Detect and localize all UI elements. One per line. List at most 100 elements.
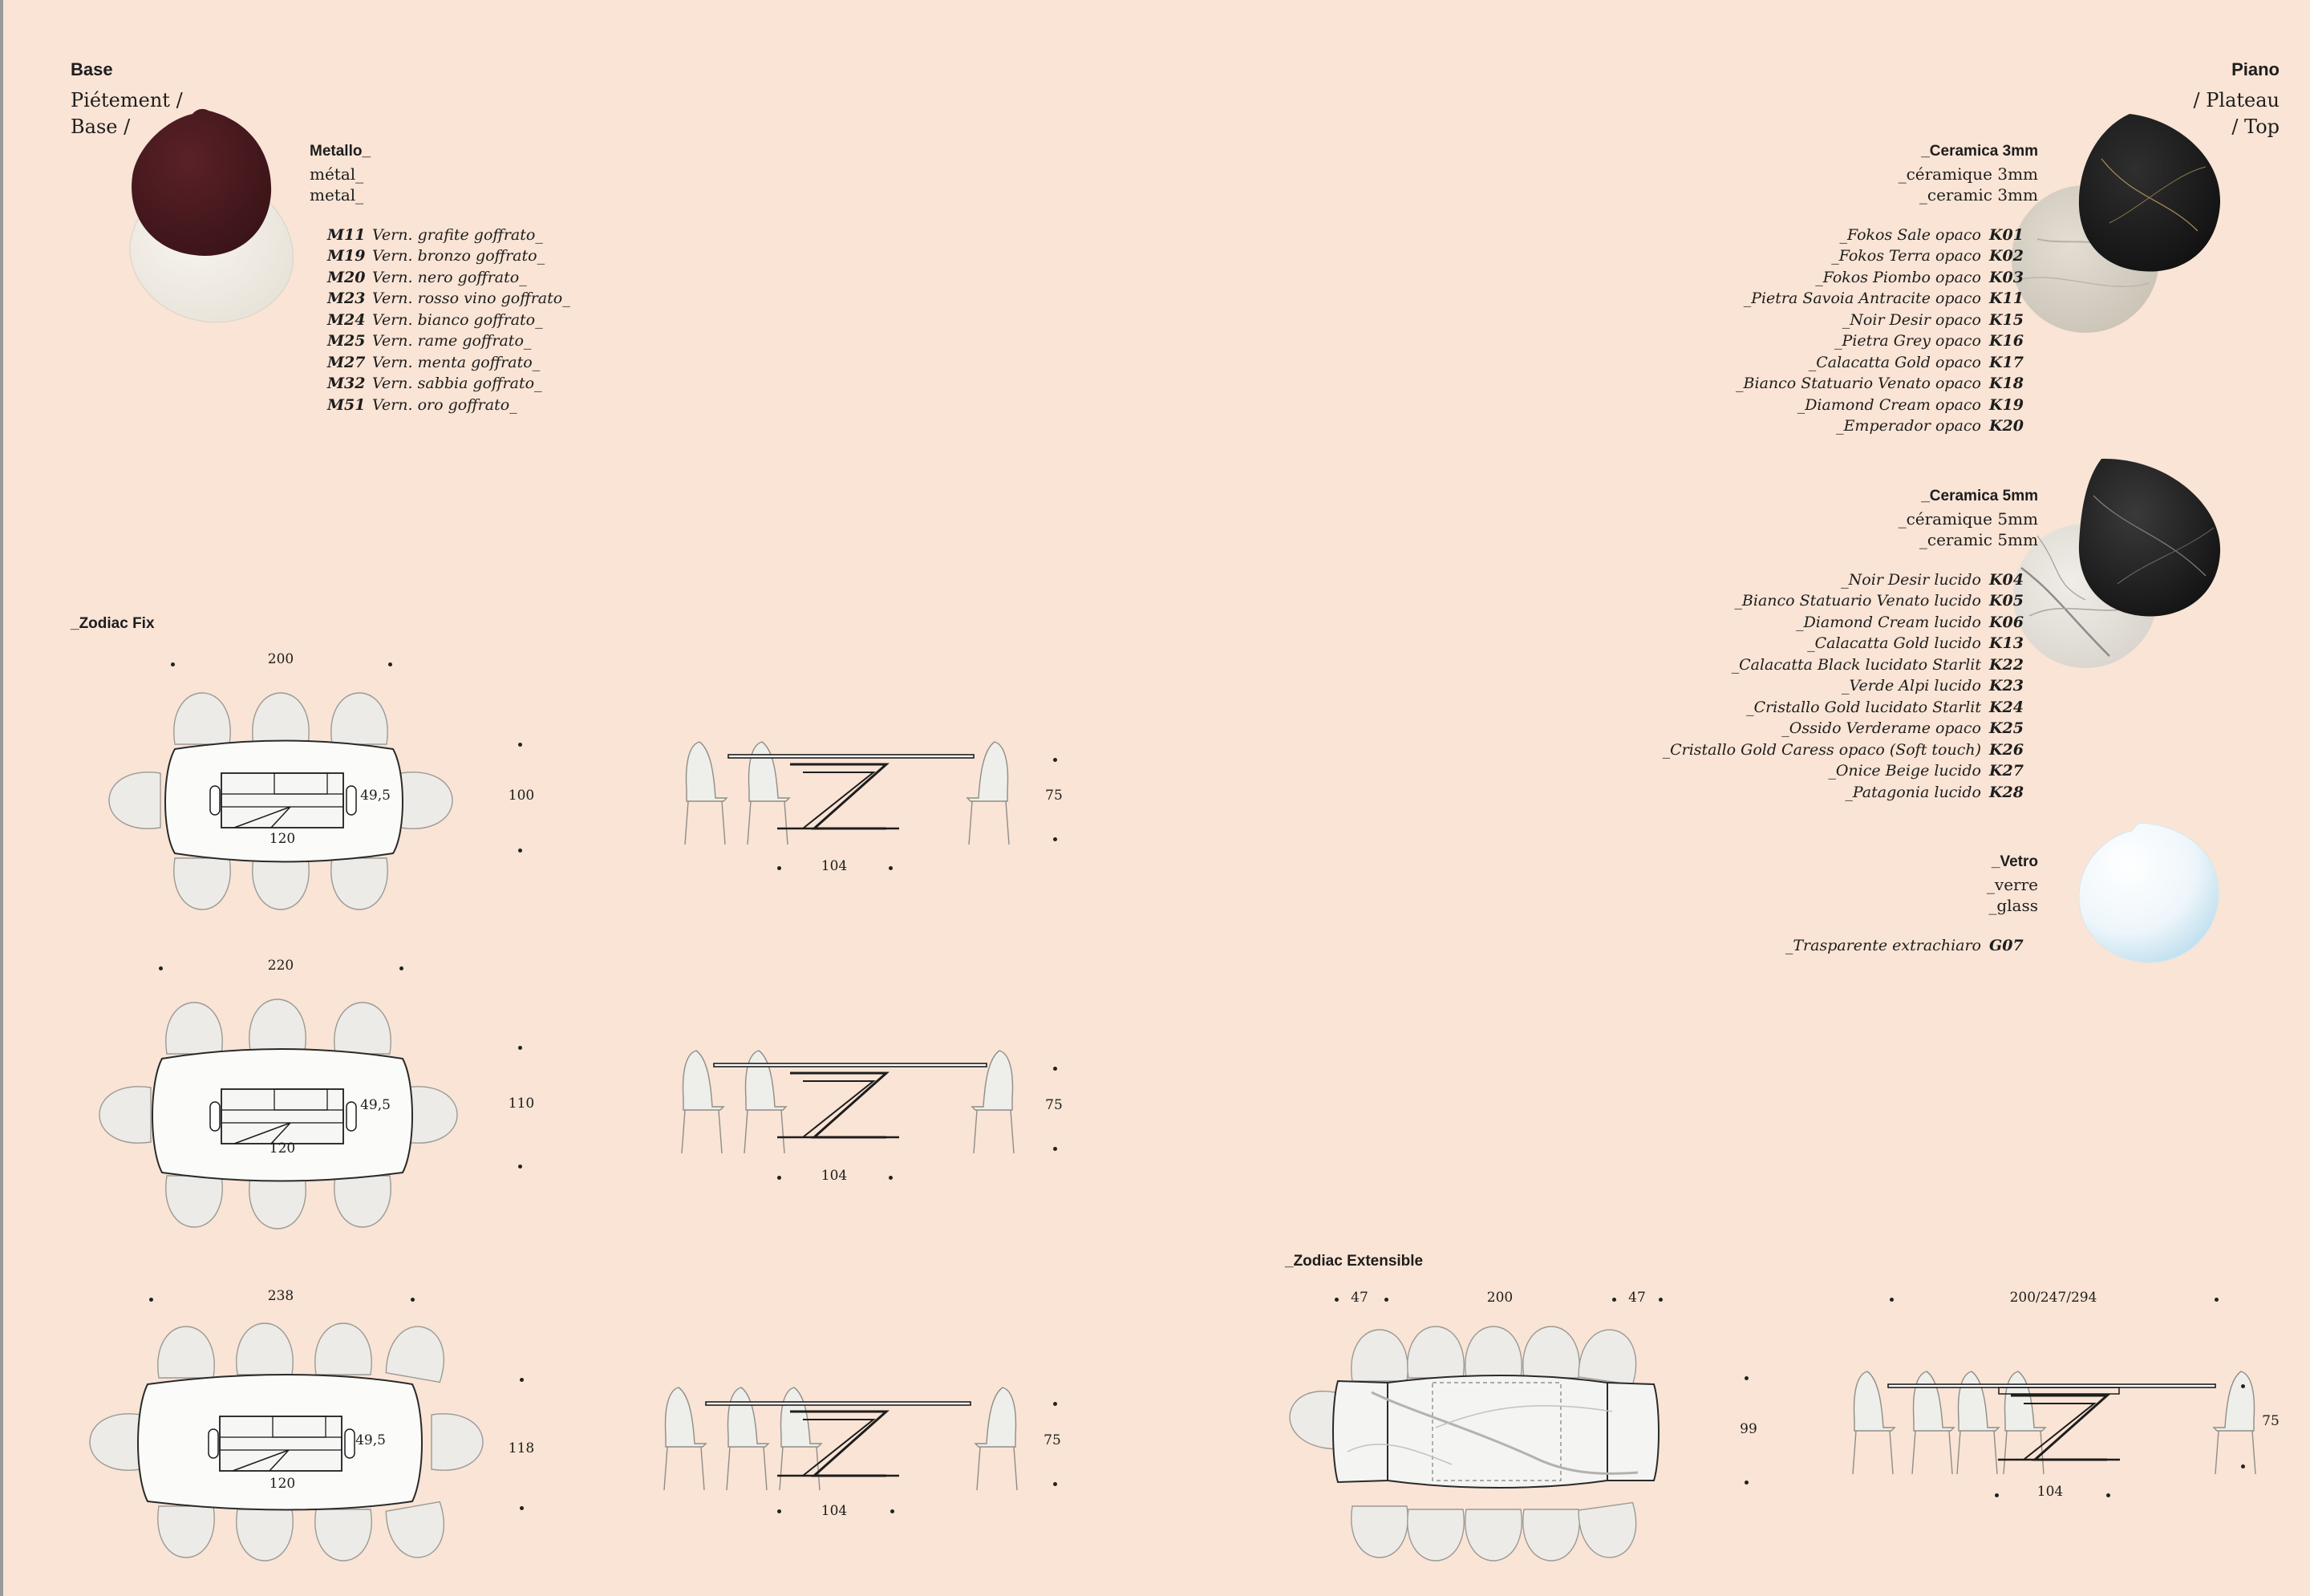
plan-view-238 — [89, 1321, 484, 1563]
dimension-dot — [2241, 1464, 2245, 1468]
dimension-dot — [518, 849, 522, 853]
dimension-dot — [388, 662, 392, 666]
inner-label: 120 — [269, 1476, 296, 1492]
dimension-dot — [1745, 1481, 1749, 1485]
extension-left-label: 47 — [1351, 1290, 1368, 1306]
ceramic5-title-fr: _céramique 5mm — [1898, 509, 2038, 529]
dimension-dot — [171, 662, 175, 666]
side-view-238 — [663, 1387, 1018, 1491]
ceramic5-title-it: _Ceramica 5mm — [1921, 488, 2038, 504]
glass-swatch — [2078, 822, 2219, 963]
base-material-it: Metallo_ — [310, 143, 371, 160]
base-label: 104 — [2036, 1484, 2064, 1500]
side-view-200 — [684, 741, 1010, 845]
dimension-dot — [1612, 1298, 1616, 1302]
dimension-dot — [520, 1506, 524, 1510]
depth-label: 118 — [508, 1440, 535, 1456]
plan-view-extensible — [1284, 1325, 1660, 1562]
ceramic5-title-en: _ceramic 5mm — [1919, 530, 2038, 549]
plan-view-200 — [108, 692, 453, 910]
ceramic5-swatch-group — [2013, 458, 2221, 668]
glass-title-fr: _verre — [1986, 875, 2038, 894]
top-title: Piano — [2231, 59, 2280, 79]
ceramic3-title-it: _Ceramica 3mm — [1921, 143, 2038, 160]
inner-label: 120 — [269, 1140, 296, 1156]
base-title-en: Base / — [71, 115, 131, 138]
swatch-dark-5mm — [2078, 458, 2221, 617]
base-label: 104 — [821, 1503, 848, 1519]
ceramic3-title-fr: _céramique 3mm — [1898, 164, 2038, 184]
dimension-dot — [2106, 1493, 2110, 1497]
dimension-dot — [1335, 1298, 1339, 1302]
dimension-dot — [777, 1176, 781, 1180]
side-label: 49,5 — [360, 788, 391, 804]
length-label: 220 — [267, 958, 294, 974]
glass-title-it: _Vetro — [1991, 853, 2038, 870]
swatch-wine — [132, 108, 272, 257]
depth-label: 110 — [508, 1096, 535, 1112]
ceramic3-swatch-group — [2012, 114, 2221, 333]
height-label: 75 — [2262, 1413, 2280, 1429]
dimension-dot — [1384, 1298, 1388, 1302]
dimension-dot — [1745, 1376, 1749, 1380]
base-title-fr: Piétement / — [71, 89, 183, 111]
extension-right-label: 47 — [1628, 1290, 1646, 1306]
dimension-dot — [2241, 1384, 2245, 1388]
dimension-dot — [159, 966, 163, 970]
dimension-dot — [1053, 1482, 1057, 1486]
zodiac-extensible-title: _Zodiac Extensible — [1285, 1253, 1424, 1270]
length-label: 200 — [1486, 1290, 1514, 1306]
dimension-dot — [1053, 1147, 1057, 1151]
base-label: 104 — [821, 1168, 848, 1184]
dimension-dot — [1890, 1298, 1894, 1302]
page-edge — [0, 0, 3, 1596]
height-label: 75 — [1045, 788, 1063, 804]
base-material-fr: métal_ — [310, 164, 364, 184]
ceramic3-title-en: _ceramic 3mm — [1919, 185, 2038, 205]
length-label: 238 — [267, 1288, 294, 1304]
lengths-label: 200/247/294 — [2009, 1290, 2097, 1306]
dimension-dot — [777, 1509, 781, 1513]
dimension-dot — [889, 1176, 893, 1180]
dimension-dot — [518, 1165, 522, 1169]
swatch-dark — [2078, 114, 2221, 272]
base-material-en: metal_ — [310, 185, 364, 205]
top-title-fr: / Plateau — [2193, 89, 2280, 111]
side-view-extensible — [1852, 1371, 2256, 1475]
dimension-dot — [520, 1378, 524, 1382]
dimension-dot — [1053, 1402, 1057, 1406]
dimension-dot — [1053, 1067, 1057, 1071]
dimension-dot — [1659, 1298, 1663, 1302]
depth-label: 100 — [508, 788, 535, 804]
dimension-dot — [1053, 837, 1057, 841]
dimension-dot — [411, 1298, 415, 1302]
zodiac-fix-title: _Zodiac Fix — [71, 615, 155, 632]
height-label: 75 — [1044, 1432, 1061, 1448]
base-label: 104 — [821, 858, 848, 874]
dimension-dot — [518, 743, 522, 747]
side-label: 49,5 — [355, 1432, 386, 1448]
inner-label: 120 — [269, 831, 296, 847]
dimension-dot — [1053, 758, 1057, 762]
dimension-dot — [149, 1298, 153, 1302]
dimension-dot — [518, 1046, 522, 1050]
dimension-dot — [777, 866, 781, 870]
dimension-dot — [2215, 1298, 2219, 1302]
dimension-dot — [399, 966, 403, 970]
plan-view-220 — [99, 999, 458, 1229]
dimension-dot — [889, 866, 893, 870]
glass-title-en: _glass — [1988, 896, 2038, 915]
side-label: 49,5 — [360, 1097, 391, 1113]
base-title: Base — [71, 59, 113, 79]
height-label: 75 — [1045, 1097, 1063, 1113]
dimension-dot — [890, 1509, 894, 1513]
